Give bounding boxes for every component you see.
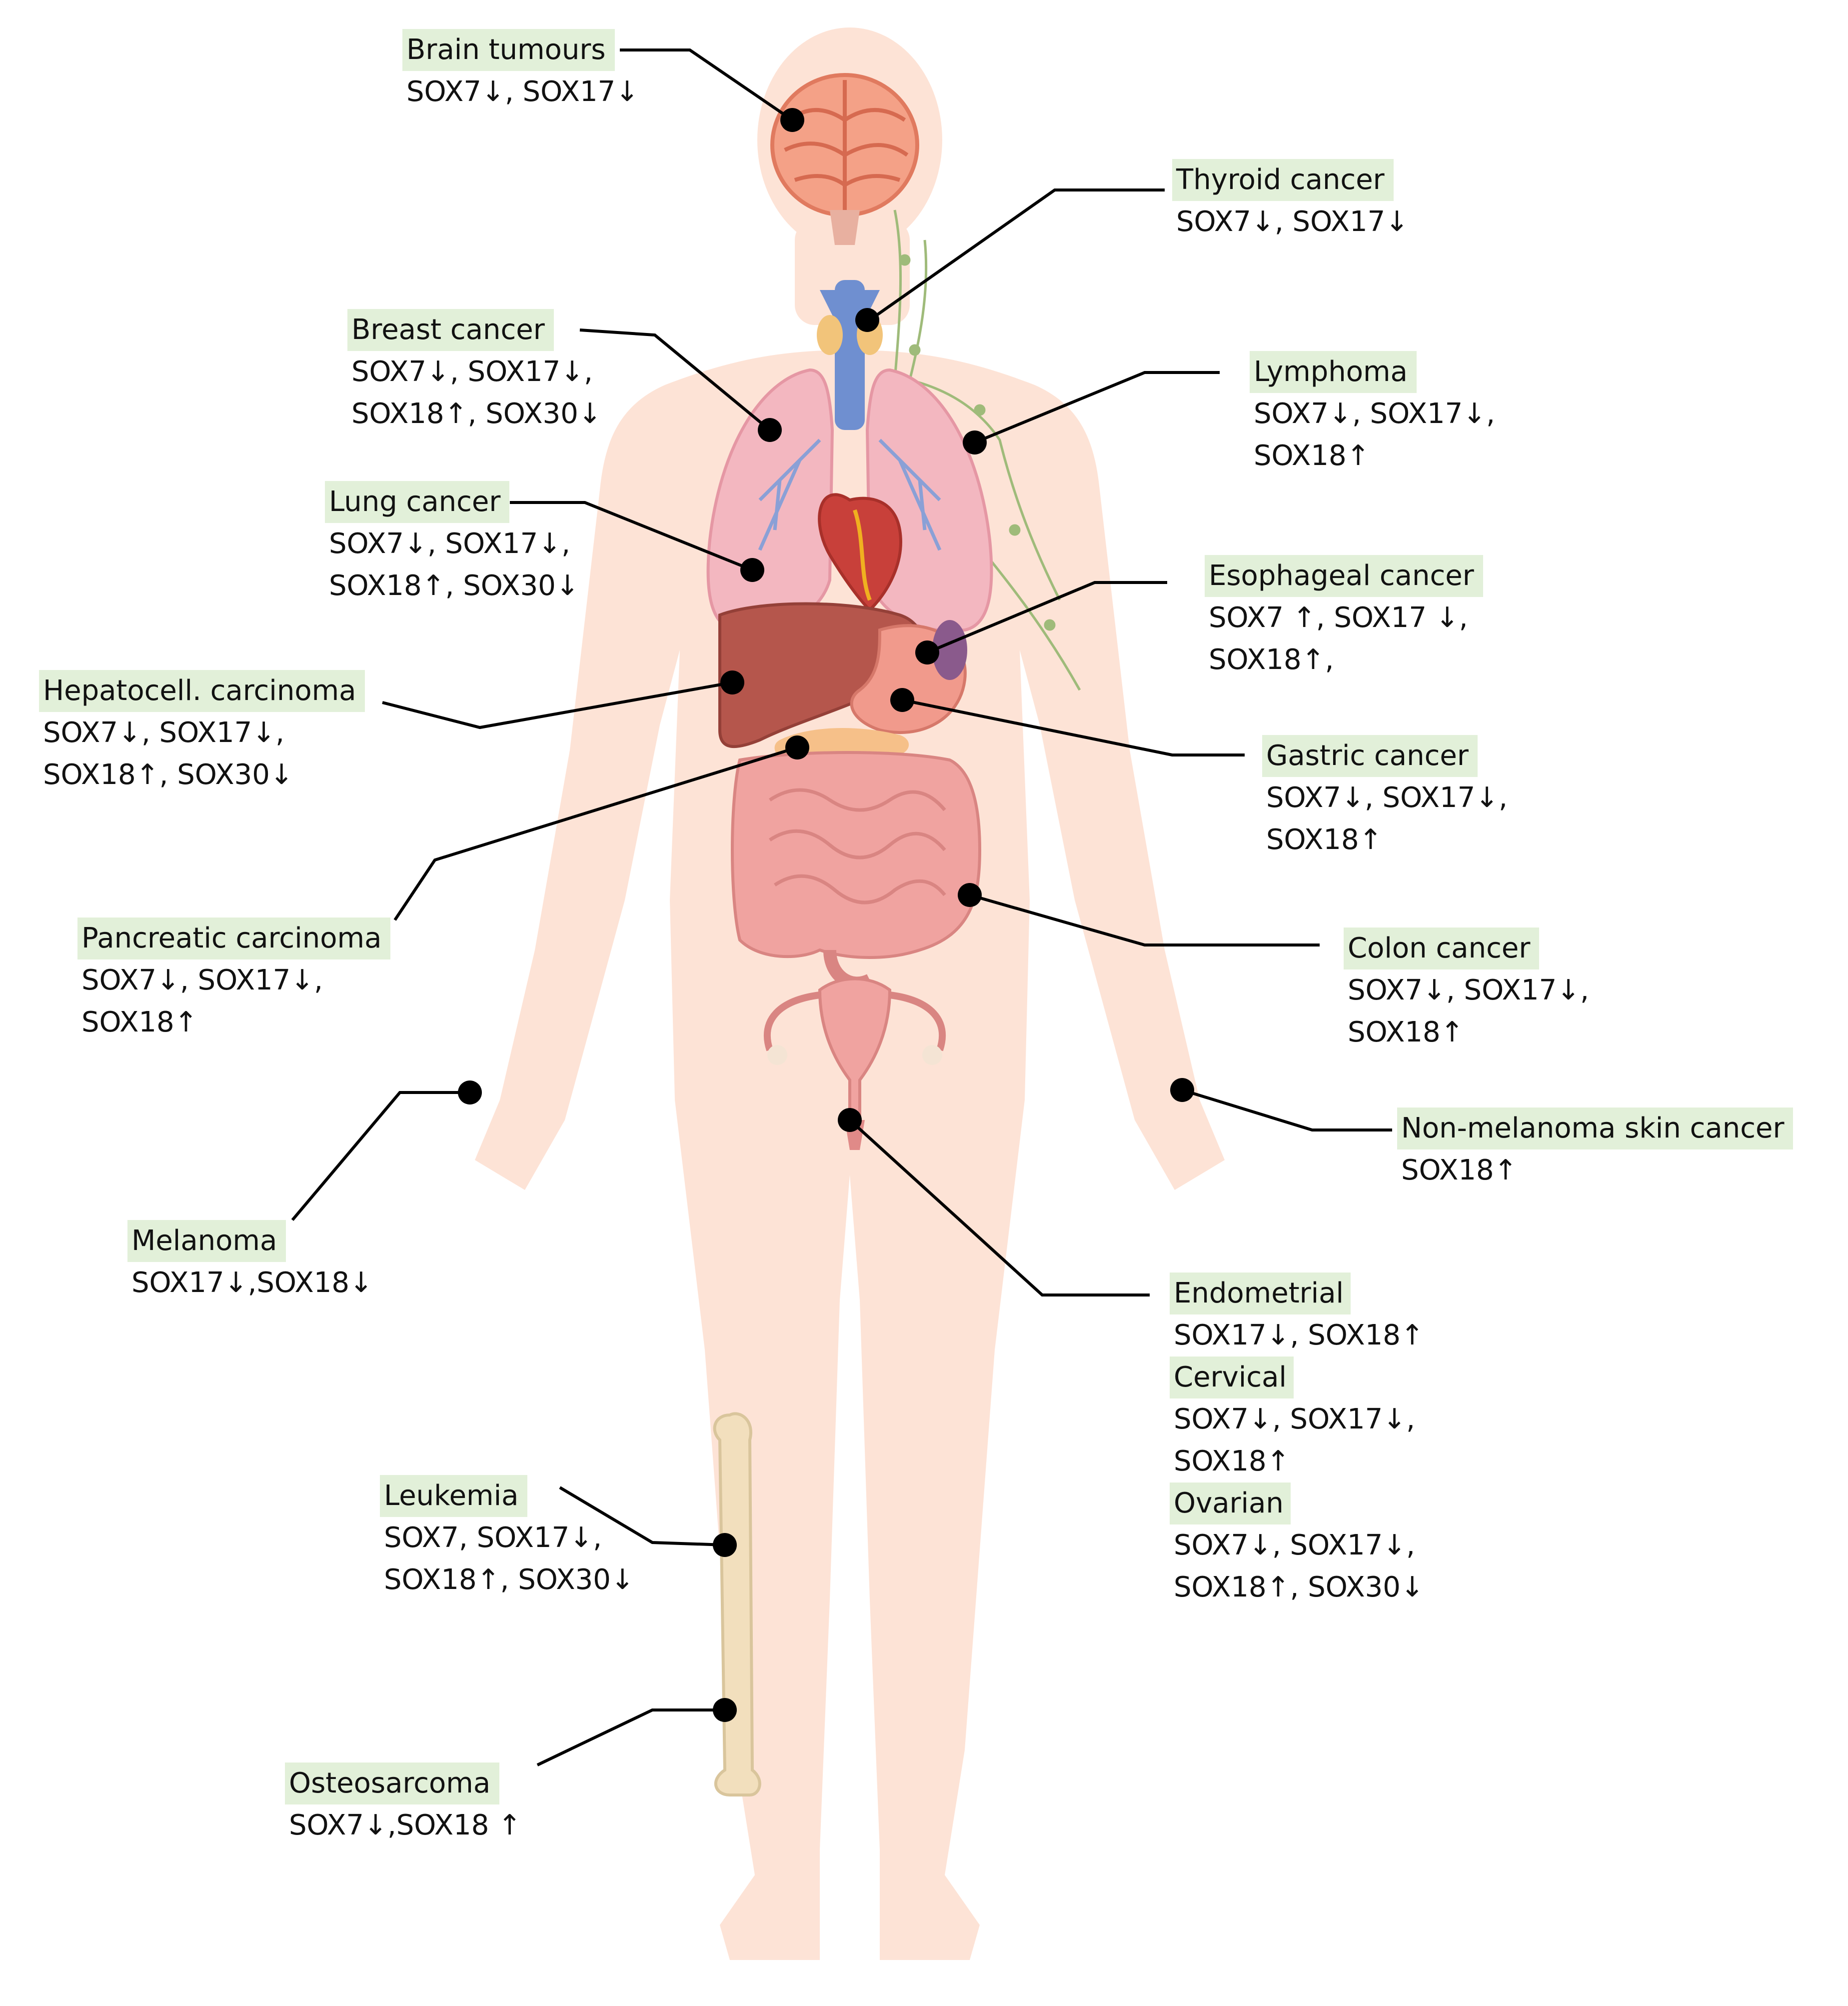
gene-line: SOX7↓, SOX17↓, xyxy=(81,964,323,996)
label-esophageal: Esophageal cancer SOX7 ↑, SOX17 ↓, SOX18… xyxy=(1205,555,1483,681)
label-title: Lung cancer xyxy=(325,481,510,523)
label-title: Esophageal cancer xyxy=(1205,555,1483,597)
label-gastric: Gastric cancer SOX7↓, SOX17↓, SOX18↑ xyxy=(1262,735,1508,861)
label-title-ovarian: Ovarian xyxy=(1170,1482,1291,1524)
label-title: Gastric cancer xyxy=(1262,735,1478,777)
label-hepatocell: Hepatocell. carcinoma SOX7↓, SOX17↓, SOX… xyxy=(39,670,365,796)
gene-line: SOX7↓, SOX17↓ xyxy=(406,76,639,108)
gene-line: SOX18↑ xyxy=(1401,1154,1518,1186)
label-title: Hepatocell. carcinoma xyxy=(39,670,365,712)
dot-lymphoma xyxy=(963,430,987,454)
gene-line: SOX18↑ xyxy=(81,1006,198,1038)
gene-line: SOX7↓, SOX17↓, xyxy=(1254,398,1495,430)
leader-lymphoma xyxy=(974,371,1220,444)
gene-line: SOX18↑ xyxy=(1266,824,1383,856)
gene-line: SOX7↓, SOX17↓, xyxy=(1174,1403,1415,1436)
gene-line: SOX17↓,SOX18↓ xyxy=(131,1266,373,1299)
dot-leukemia xyxy=(713,1533,737,1557)
leader-skin xyxy=(1182,1088,1392,1132)
gene-line: SOX18↑ xyxy=(1348,1016,1464,1048)
label-skin: Non-melanoma skin cancer SOX18↑ xyxy=(1397,1108,1794,1192)
leader-pancreatic xyxy=(393,746,798,921)
label-colon: Colon cancer SOX7↓, SOX17↓, SOX18↑ xyxy=(1344,928,1589,1054)
label-title: Osteosarcoma xyxy=(285,1762,500,1804)
gene-line: SOX18↑, SOX30↓ xyxy=(43,758,293,791)
gene-line: SOX18↑, SOX30↓ xyxy=(1174,1571,1424,1604)
intestine-icon xyxy=(731,751,982,990)
leader-endometrial xyxy=(848,1118,1150,1296)
leader-leukemia xyxy=(559,1486,725,1546)
label-melanoma: Melanoma SOX17↓,SOX18↓ xyxy=(127,1220,373,1304)
dot-melanoma xyxy=(458,1080,482,1104)
dot-osteosarcoma xyxy=(713,1698,737,1722)
leader-thyroid xyxy=(869,188,1165,322)
gene-line: SOX7↓, SOX17↓, xyxy=(1348,974,1589,1006)
label-title: Pancreatic carcinoma xyxy=(77,918,391,960)
label-thyroid: Thyroid cancer SOX7↓, SOX17↓ xyxy=(1172,159,1409,243)
gene-line: SOX18↑ xyxy=(1174,1445,1290,1478)
label-title: Melanoma xyxy=(127,1220,286,1262)
gene-line: SOX18↑, xyxy=(1209,644,1334,676)
label-osteosarcoma: Osteosarcoma SOX7↓,SOX18 ↑ xyxy=(285,1762,521,1846)
uterus-icon xyxy=(764,977,946,1150)
label-gynecologic: Endometrial SOX17↓, SOX18↑ Cervical SOX7… xyxy=(1170,1272,1424,1608)
gene-line: SOX7↓, SOX17↓, xyxy=(351,356,593,388)
marker-dots xyxy=(458,108,1194,1722)
gene-line: SOX18↑, SOX30↓ xyxy=(351,398,602,430)
leader-hepatocell xyxy=(382,681,733,730)
leader-gastric xyxy=(902,698,1245,756)
dot-colon xyxy=(958,883,982,907)
gene-line: SOX18↑ xyxy=(1254,440,1370,472)
label-lymphoma: Lymphoma SOX7↓, SOX17↓, SOX18↑ xyxy=(1250,351,1495,477)
label-leukemia: Leukemia SOX7, SOX17↓, SOX18↑, SOX30↓ xyxy=(380,1475,634,1601)
label-title: Brain tumours xyxy=(402,29,615,71)
label-title-cervical: Cervical xyxy=(1170,1356,1294,1398)
dot-endometrial xyxy=(838,1108,862,1132)
label-title: Colon cancer xyxy=(1344,928,1540,970)
label-title: Non-melanoma skin cancer xyxy=(1397,1108,1794,1150)
leader-colon xyxy=(969,894,1320,946)
gene-line: SOX7↓, SOX17↓, xyxy=(1174,1529,1415,1562)
label-brain: Brain tumours SOX7↓, SOX17↓ xyxy=(402,29,639,113)
dot-gastric xyxy=(890,688,914,712)
dot-breast xyxy=(758,418,782,442)
dot-skin xyxy=(1170,1078,1194,1102)
leader-brain xyxy=(620,48,793,122)
gene-line: SOX7↓,SOX18 ↑ xyxy=(289,1809,522,1842)
leader-melanoma xyxy=(291,1091,470,1221)
gene-line: SOX7↓, SOX17↓, xyxy=(1266,782,1508,814)
gene-line: SOX18↑, SOX30↓ xyxy=(329,570,579,602)
gene-line: SOX7↓, SOX17↓ xyxy=(1176,206,1409,238)
gene-line: SOX7, SOX17↓, xyxy=(384,1522,602,1554)
gene-line: SOX7↓, SOX17↓, xyxy=(329,528,570,560)
label-title: Thyroid cancer xyxy=(1172,159,1394,201)
leader-breast xyxy=(579,328,771,432)
dot-esophageal xyxy=(915,640,939,664)
label-title: Breast cancer xyxy=(347,309,554,351)
gene-line: SOX7 ↑, SOX17 ↓, xyxy=(1209,602,1468,634)
leader-lines xyxy=(291,48,1392,1766)
dot-pancreatic xyxy=(785,736,809,760)
dot-thyroid xyxy=(855,308,879,332)
label-title-endometrial: Endometrial xyxy=(1170,1272,1351,1314)
label-title: Leukemia xyxy=(380,1475,528,1517)
label-breast: Breast cancer SOX7↓, SOX17↓, SOX18↑, SOX… xyxy=(347,309,602,435)
dot-hepatocell xyxy=(720,670,744,694)
dot-lung xyxy=(740,558,764,582)
gene-line: SOX17↓, SOX18↑ xyxy=(1174,1319,1424,1352)
label-pancreatic: Pancreatic carcinoma SOX7↓, SOX17↓, SOX1… xyxy=(77,918,391,1044)
leader-osteosarcoma xyxy=(536,1708,725,1766)
leader-esophageal xyxy=(926,581,1167,654)
dot-brain xyxy=(780,108,804,132)
label-lung: Lung cancer SOX7↓, SOX17↓, SOX18↑, SOX30… xyxy=(325,481,579,607)
brain-icon xyxy=(770,73,919,245)
gene-line: SOX7↓, SOX17↓, xyxy=(43,716,284,749)
gene-line: SOX18↑, SOX30↓ xyxy=(384,1564,634,1596)
label-title: Lymphoma xyxy=(1250,351,1417,393)
leader-lung xyxy=(510,501,753,572)
